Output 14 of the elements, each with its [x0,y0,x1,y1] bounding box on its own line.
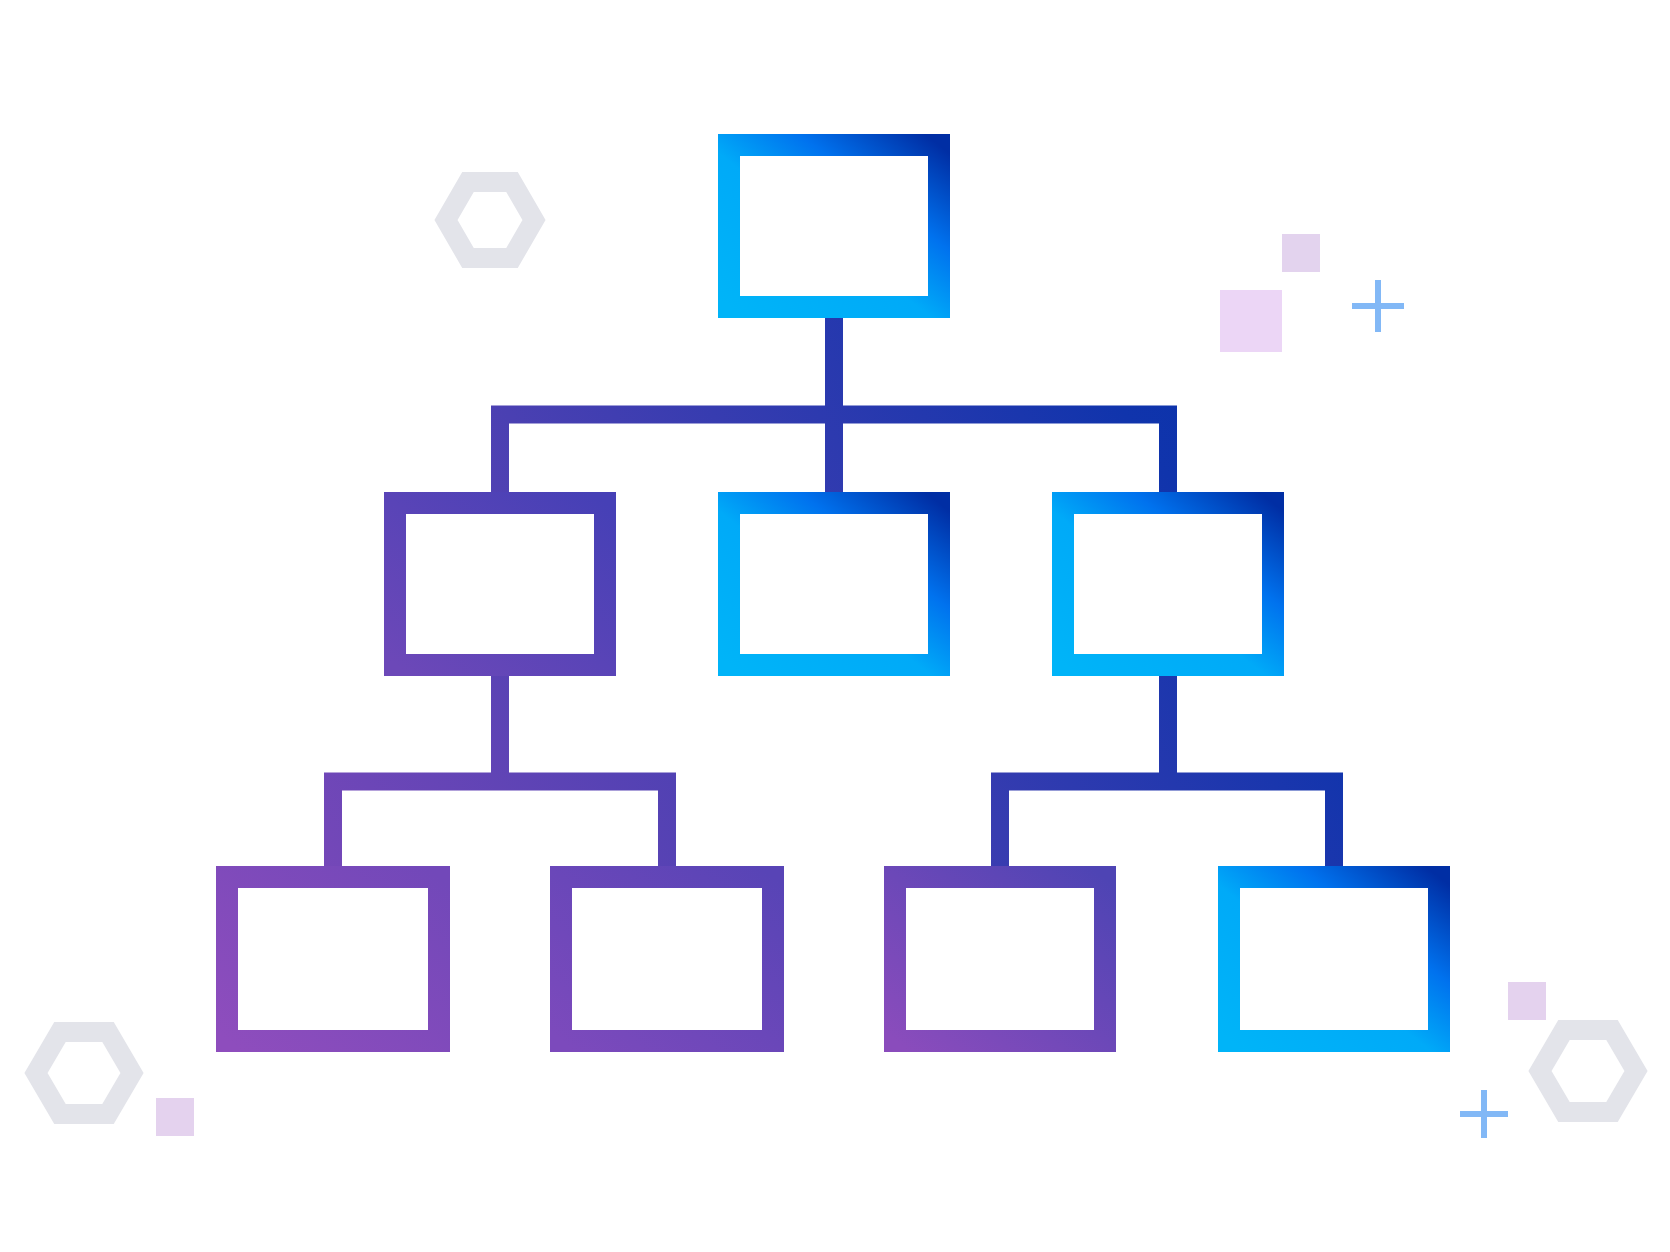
connector-line [991,772,1168,866]
org-chart-box [216,866,450,1052]
connector-line [500,772,676,866]
org-chart-box [384,492,616,676]
org-chart-box [1052,492,1284,676]
org-chart-box [884,866,1116,1052]
connector-line [324,772,500,866]
org-chart-box [550,866,784,1052]
org-chart-box [718,492,950,676]
connector-line [1168,772,1343,866]
org-chart-box [1218,866,1450,1052]
org-chart-box [718,134,950,318]
connector-line [834,405,1177,492]
connector-line [491,405,834,492]
